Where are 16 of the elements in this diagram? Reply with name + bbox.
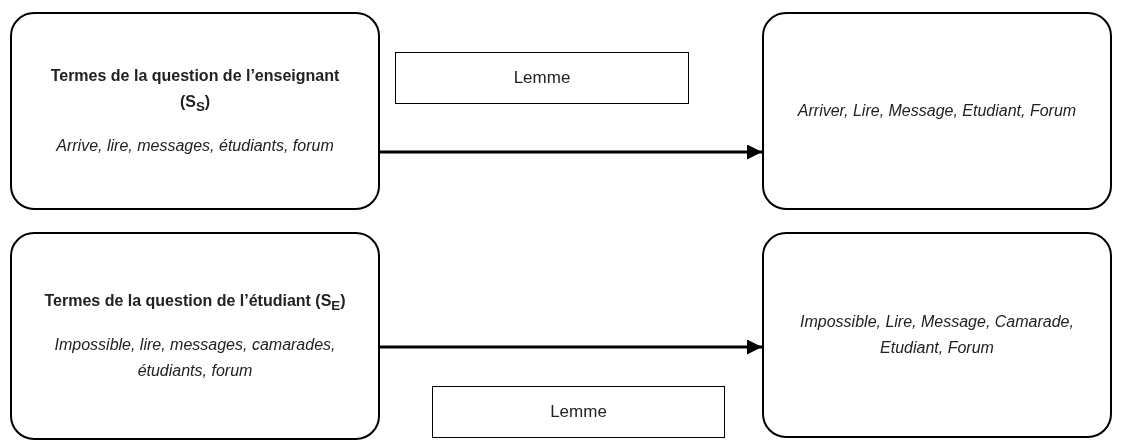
box-text: Impossible, lire, messages, camarades, étudiants, forum xyxy=(53,334,337,381)
label-box xyxy=(395,52,689,104)
box-text: Impossible, Lire, Message, Camarade, Etudiant, Forum xyxy=(799,312,1075,358)
rounded-box xyxy=(762,12,1112,210)
box-text: Arrive, lire, messages, étudiants, forum xyxy=(56,135,334,156)
label-box xyxy=(432,386,725,438)
box-text: Lemme xyxy=(550,401,607,423)
box-heading: Termes de la question de l’enseignant (S$_{S}$) xyxy=(49,66,341,117)
arrow xyxy=(380,339,762,355)
arrow xyxy=(380,144,762,160)
rounded-box xyxy=(762,232,1112,438)
box-heading: Termes de la question de l’étudiant (S$_{E}$) xyxy=(44,291,346,316)
box-text: Arriver, Lire, Message, Etudiant, Forum xyxy=(797,101,1077,121)
box-text: Lemme xyxy=(513,67,571,89)
rounded-box xyxy=(10,232,380,440)
rounded-box xyxy=(10,12,380,210)
